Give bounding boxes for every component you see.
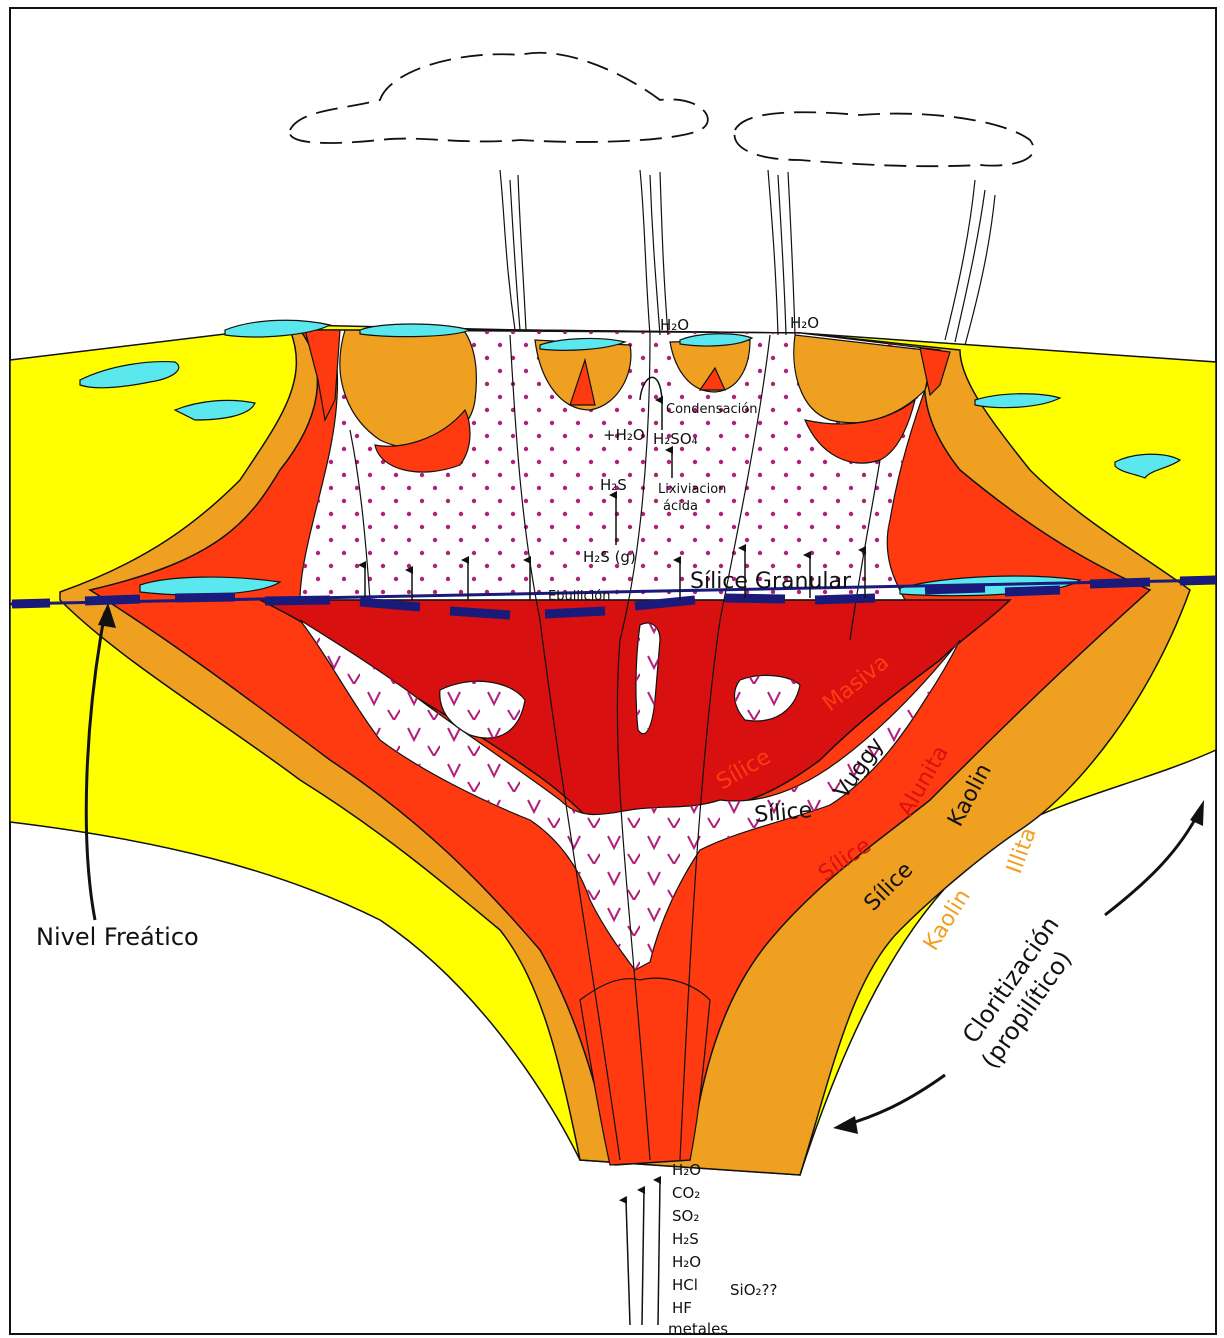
gas-item: H₂S <box>672 1230 699 1248</box>
label-silice-granular: Sílice Granular <box>690 569 852 594</box>
label-h2s: H₂S <box>600 476 627 494</box>
label-condensacion: Condensación <box>666 402 757 417</box>
label-lixiviacion: Lixiviacion <box>658 482 726 497</box>
label-plus-h2o: +H₂O <box>603 426 645 444</box>
label-sio2: SiO₂?? <box>730 1281 777 1299</box>
label-acida: ácida <box>663 499 698 514</box>
gas-item: SO₂ <box>672 1207 699 1225</box>
label-h2o-left: H₂O <box>660 316 689 334</box>
label-silice-vuggy-1: Sílice <box>753 798 813 828</box>
gas-item: HCl <box>672 1276 698 1294</box>
label-h2so4: H₂SO₄ <box>653 430 698 448</box>
gas-item: H₂O <box>672 1161 701 1179</box>
gas-item: metales <box>668 1320 728 1338</box>
label-h2o-right: H₂O <box>790 314 819 332</box>
label-nivel-freatico: Nivel Freático <box>36 923 199 951</box>
label-h2s-g: H₂S (g) <box>583 548 636 566</box>
gas-item: CO₂ <box>672 1184 700 1202</box>
label-ebullicion: Ebullición <box>548 589 611 604</box>
gas-item: H₂O <box>672 1253 701 1271</box>
gas-item: HF <box>672 1299 692 1317</box>
